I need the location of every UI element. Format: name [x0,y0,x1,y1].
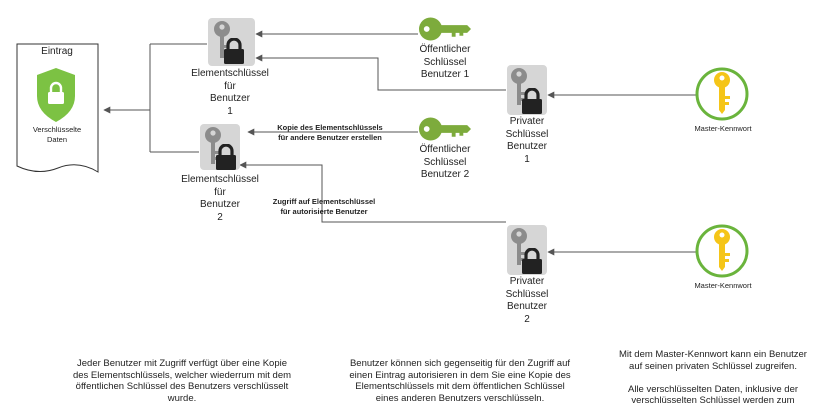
label-line: Öffentlicher [419,144,471,155]
edge-label-copy: Kopie des Elementschlüssels für andere B… [262,123,398,142]
label-line: Schlüssel [423,156,467,168]
element-key-2-icon [200,124,240,170]
label-line: 2 [524,313,530,325]
label-line: Schlüssel [423,56,467,68]
element-key-1-icon [208,18,255,66]
edge-private2-to-elementkey2 [239,161,506,223]
label-line: Benutzer [199,199,241,210]
private-key-2-icon [507,225,547,275]
element-key-1-label: Elementschlüssel für Benutzer 1 [180,68,280,118]
public-key-2-icon [419,117,471,141]
private-key-1-icon [507,65,547,115]
edge-label-access: Zugriff auf Elementschlüssel für autoris… [256,197,392,216]
label-line: Benutzer [506,301,548,312]
label-line: Schlüssel [505,128,549,140]
master-password-1-label: Master-Kennwort [694,124,752,133]
caption-line: Alle verschlüsselten Daten, inklusive de… [627,383,799,395]
label-line: 1 [524,153,530,165]
lock-icon [48,81,64,104]
master-password-2-icon [695,224,749,278]
caption-line: öffentlichen Schlüssel des Benutzers ver… [75,381,289,392]
caption-left: Jeder Benutzer mit Zugriff verfügt über … [62,358,302,404]
label-line: für [214,186,226,198]
label-line: Benutzer [209,93,251,104]
label-line: Kopie des Elementschlüssels [277,123,383,132]
label-line: 2 [217,211,223,223]
label-line: für [224,80,236,92]
encrypted-data-line: Daten [46,134,67,144]
caption-line: Mit dem Master-Kennwort kann ein Benutze… [619,349,807,360]
caption-line: Benutzer können sich gegenseitig für den… [349,358,571,369]
label-line: Schlüssel [505,288,549,300]
public-key-1-label: Öffentlicher Schlüssel Benutzer 1 [400,44,490,82]
edge-private1-to-elementkey1 [255,54,506,91]
caption-line: verschlüsselten Schlüssel werden zum [631,395,795,406]
edge-elementkeys-to-entry [104,43,207,153]
label-line: Benutzer 2 [420,169,470,180]
caption-line: des Elementschlüssels, welcher wiederrum… [72,369,292,381]
caption-line: auf seinen privaten Schlüssel zugreifen. [629,360,797,372]
master-password-2-label: Master-Kennwort [694,281,752,290]
label-line: Zugriff auf Elementschlüssel [272,197,376,206]
label-line: Elementschlüssel [191,68,269,79]
entry-document [16,43,99,173]
connectors [104,30,696,256]
caption-line: einen Eintrag autorisieren in dem Sie ei… [349,369,571,381]
master-password-1-icon [695,67,749,121]
caption-right: Mit dem Master-Kennwort kann ein Benutze… [608,349,818,407]
public-key-1-icon [419,17,471,41]
label-line: für andere Benutzer erstellen [278,132,382,142]
caption-line: Jeder Benutzer mit Zugriff verfügt über … [77,358,287,369]
label-line: Benutzer 1 [420,69,470,80]
public-key-2-label: Öffentlicher Schlüssel Benutzer 2 [400,144,490,182]
encrypted-data-label: Verschlüsselte Daten [22,125,92,144]
caption-line: eines anderen Benutzers verschlüsseln. [375,392,545,404]
encrypted-data-line: Verschlüsselte [32,125,82,134]
label-line: Öffentlicher [419,44,471,55]
label-line: Elementschlüssel [181,174,259,185]
caption-spacer [608,372,818,384]
caption-line: wurde. [167,392,197,404]
entry-title: Eintrag [41,46,73,57]
private-key-1-label: Privater Schlüssel Benutzer 1 [487,116,567,166]
caption-middle: Benutzer können sich gegenseitig für den… [335,358,585,404]
element-key-2-label: Elementschlüssel für Benutzer 2 [170,174,270,224]
label-line: Benutzer [506,141,548,152]
label-line: 1 [227,105,233,117]
caption-line: Elementschlüssels mit dem öffentlichen S… [355,381,565,392]
private-key-2-label: Privater Schlüssel Benutzer 2 [487,276,567,326]
label-line: für autorisierte Benutzer [280,206,368,216]
label-line: Privater [509,276,545,287]
label-line: Privater [509,116,545,127]
